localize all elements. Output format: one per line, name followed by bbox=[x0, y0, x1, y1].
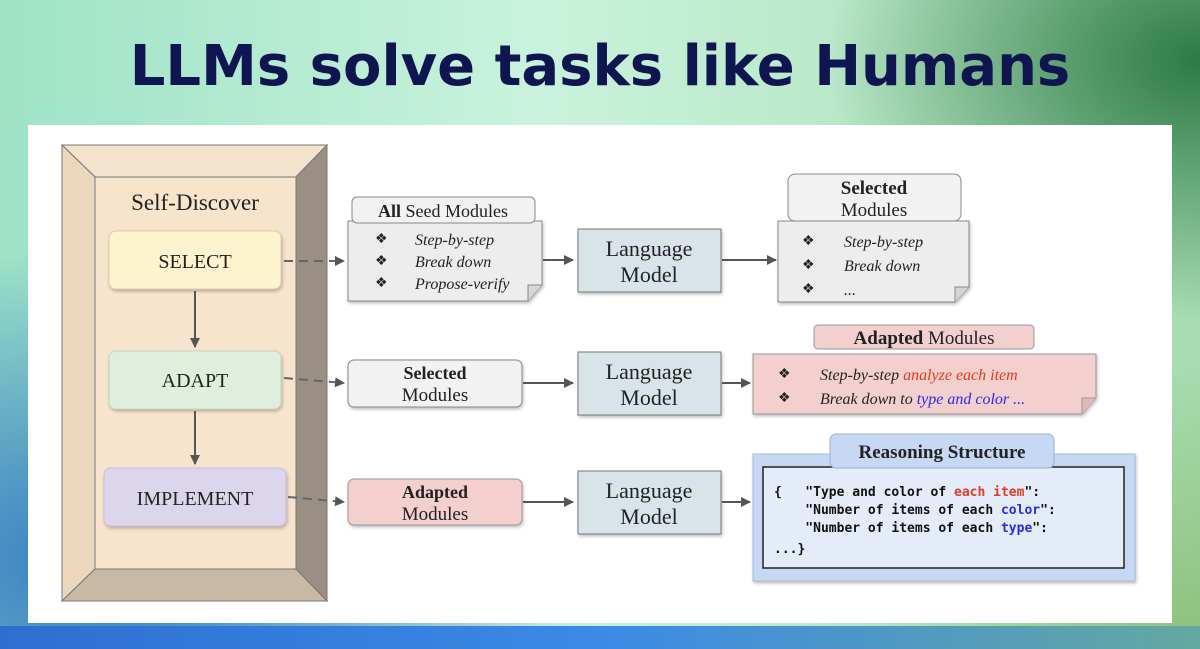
adapted-header-rest: Modules bbox=[928, 328, 995, 349]
code-line2-b: color bbox=[1001, 503, 1040, 518]
reasoning-structure-header: Reasoning Structure bbox=[829, 433, 1055, 469]
model-label-line1: Language bbox=[606, 236, 693, 261]
page-title: LLMs solve tasks like Humans bbox=[129, 34, 1071, 99]
bullet-icon: ❖ bbox=[802, 234, 815, 249]
adapted-modules-output-card bbox=[752, 353, 1097, 415]
seed-header-rest: Seed Modules bbox=[406, 201, 509, 221]
adapted-item1-colored: analyze each item bbox=[903, 367, 1018, 384]
bottom-accent-bar bbox=[0, 626, 1200, 649]
adapted-modules-header: Adapted Modules bbox=[813, 324, 1035, 350]
adapt-stage: ADAPT bbox=[108, 350, 282, 410]
code-line1-a: { "Type and color of bbox=[774, 485, 954, 500]
output-header-line2: Modules bbox=[841, 200, 908, 221]
language-model-box: Language Model bbox=[577, 470, 722, 535]
bullet-icon: ❖ bbox=[778, 391, 791, 406]
model-label-line1: Language bbox=[606, 478, 693, 503]
language-model-box: Language Model bbox=[577, 351, 722, 416]
adapted-item2-plain: Break down to bbox=[820, 391, 917, 408]
bullet-icon: ❖ bbox=[375, 276, 388, 291]
select-stage: SELECT bbox=[108, 230, 282, 290]
bullet-icon: ❖ bbox=[802, 258, 815, 273]
selected-item: Break down bbox=[844, 258, 920, 275]
adapt-dashed-arrow bbox=[283, 377, 345, 388]
code-line2-c: ": bbox=[1040, 503, 1056, 518]
adapted-modules-input-box: Adapted Modules bbox=[347, 478, 523, 526]
code-line4: ...} bbox=[774, 542, 805, 557]
code-line3-b: type bbox=[1001, 521, 1032, 536]
model-label-line2: Model bbox=[620, 385, 677, 410]
seed-item: Propose-verify bbox=[414, 276, 510, 293]
implement-label: IMPLEMENT bbox=[137, 488, 254, 510]
selected-modules-input-box: Selected Modules bbox=[347, 359, 523, 408]
adapted-item2-colored: type and color ... bbox=[917, 391, 1025, 408]
row3-input-line2: Modules bbox=[402, 504, 469, 525]
row3-input-line1: Adapted bbox=[402, 482, 468, 502]
bullet-icon: ❖ bbox=[375, 232, 388, 247]
model-label-line1: Language bbox=[606, 359, 693, 384]
model-label-line2: Model bbox=[620, 504, 677, 529]
row2-input-line2: Modules bbox=[402, 385, 469, 406]
selected-item: Step-by-step bbox=[844, 234, 923, 251]
bullet-icon: ❖ bbox=[375, 254, 388, 269]
selected-modules-output-card bbox=[777, 220, 970, 303]
adapt-label: ADAPT bbox=[162, 370, 229, 392]
svg-text:Break down to type and color .: Break down to type and color ... bbox=[820, 391, 1025, 408]
code-line1-c: ": bbox=[1024, 485, 1040, 500]
row2-input-line1: Selected bbox=[404, 363, 467, 383]
code-line2-a: "Number of items of each bbox=[774, 503, 1001, 518]
svg-text:All Seed Modules: All Seed Modules bbox=[378, 201, 508, 221]
svg-text:{ "Type and color of each it: { "Type and color of each item": bbox=[774, 485, 1040, 500]
svg-text:"Number of items of each type": "Number of items of each type": bbox=[774, 521, 1048, 536]
seed-modules-header: All Seed Modules bbox=[351, 196, 536, 224]
output-header-line1: Selected bbox=[841, 178, 908, 199]
selected-item: ... bbox=[844, 282, 856, 299]
reasoning-structure-card bbox=[752, 453, 1136, 582]
code-line3-a: "Number of items of each bbox=[774, 521, 1001, 536]
seed-item: Step-by-step bbox=[415, 232, 494, 249]
adapted-item1-plain: Step-by-step bbox=[820, 367, 903, 384]
select-label: SELECT bbox=[158, 251, 231, 273]
language-model-box: Language Model bbox=[577, 228, 722, 293]
implement-dashed-arrow bbox=[287, 496, 345, 507]
code-line3-c: ": bbox=[1032, 521, 1048, 536]
reasoning-header-label: Reasoning Structure bbox=[859, 442, 1026, 463]
model-label-line2: Model bbox=[620, 262, 677, 287]
selected-modules-output-header: Selected Modules bbox=[787, 173, 962, 222]
diagram-panel: Self-Discover SELECT ADAPT IMPLEMENT All… bbox=[28, 125, 1172, 623]
svg-text:"Number of items of each color: "Number of items of each color": bbox=[774, 503, 1056, 518]
implement-stage: IMPLEMENT bbox=[103, 467, 287, 527]
svg-text:Step-by-step analyze each item: Step-by-step analyze each item bbox=[820, 367, 1018, 384]
bullet-icon: ❖ bbox=[802, 282, 815, 297]
code-line1-b: each item bbox=[954, 485, 1025, 500]
svg-text:Adapted Modules: Adapted Modules bbox=[854, 328, 995, 349]
seed-header-bold: All bbox=[378, 201, 401, 221]
self-discover-diagram: Self-Discover SELECT ADAPT IMPLEMENT All… bbox=[60, 143, 1136, 603]
bullet-icon: ❖ bbox=[778, 367, 791, 382]
seed-item: Break down bbox=[415, 254, 491, 271]
adapted-header-bold: Adapted bbox=[854, 328, 924, 349]
self-discover-label: Self-Discover bbox=[131, 190, 259, 215]
